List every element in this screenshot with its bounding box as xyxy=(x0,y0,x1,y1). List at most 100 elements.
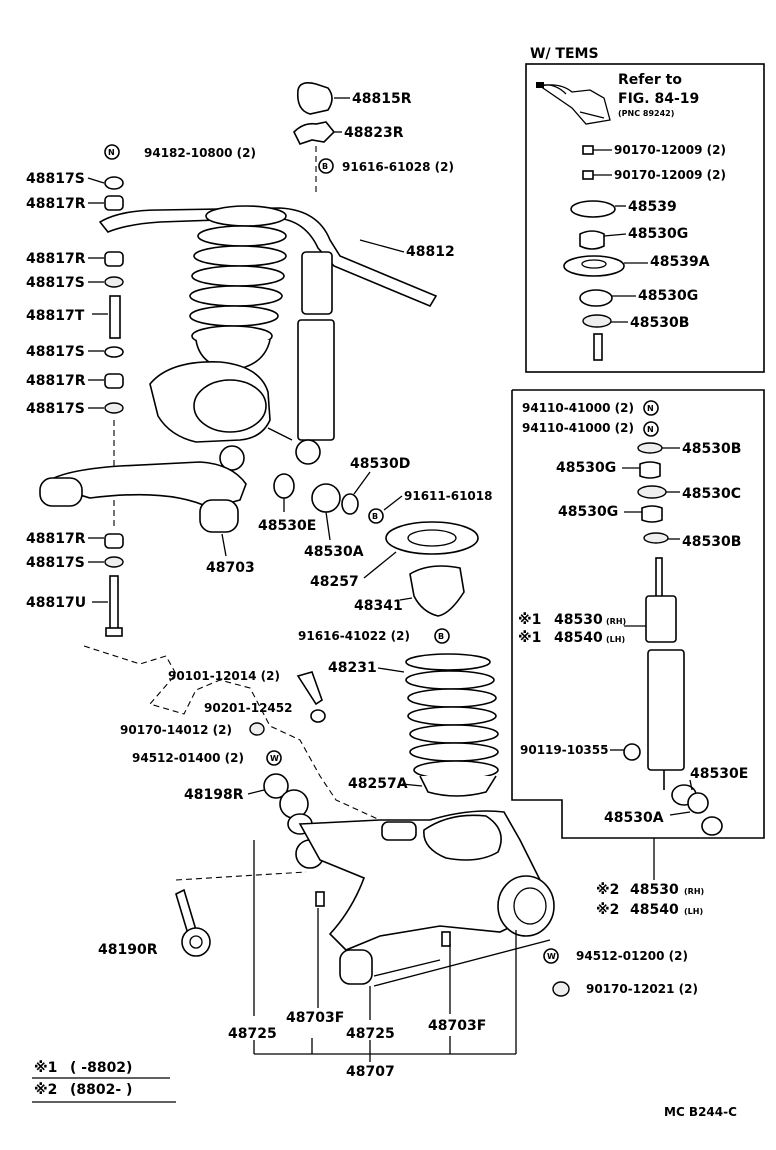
p48257-label: 48257 xyxy=(310,574,359,590)
s48540-note: ※1 xyxy=(518,630,541,646)
p48703F-a-label: 48703F xyxy=(286,1010,344,1026)
p94512-01400-marker xyxy=(266,750,282,766)
t48530G-b-label: 48530G xyxy=(638,288,698,304)
p48812-label: 48812 xyxy=(406,244,455,260)
p48725-b-label: 48725 xyxy=(346,1026,395,1042)
stabilizer-bracket-48823R xyxy=(293,121,336,145)
nut-90170-12021 xyxy=(552,981,570,997)
tems-rod xyxy=(593,333,603,361)
frame-outline xyxy=(83,645,381,821)
n-marker-text: N xyxy=(647,425,654,434)
p48703-label: 48703 xyxy=(206,560,255,576)
p91611-marker xyxy=(368,508,384,524)
legend-note1-text: ( -8802) xyxy=(70,1060,132,1076)
b48540-label: 48540 xyxy=(630,902,679,918)
tems-actuator xyxy=(536,82,611,125)
p94512-01200-label: 94512-01200 (2) xyxy=(576,949,688,963)
s48530E-label: 48530E xyxy=(690,766,748,782)
s48530-note: ※1 xyxy=(518,612,541,628)
stabilizer-link-stack xyxy=(104,176,124,637)
p91611-label: 91611-61018 xyxy=(404,489,492,503)
nut-90170-14012 xyxy=(249,722,265,736)
refer-line2: FIG. 84-19 xyxy=(618,91,699,107)
s48540-label: 48540 xyxy=(554,630,603,646)
t90170-b-label: 90170-12009 (2) xyxy=(614,168,726,182)
figure-code: MC B244-C xyxy=(664,1105,737,1119)
p48817U-label: 48817U xyxy=(26,595,86,611)
s94110-a-marker xyxy=(643,400,659,416)
p48815R-label: 48815R xyxy=(352,91,412,107)
p94512-01400-label: 94512-01400 (2) xyxy=(132,751,244,765)
shock-washer-48530B-a xyxy=(637,442,663,454)
b48530-rh: (RH) xyxy=(684,887,704,896)
lateral-rod-48190R xyxy=(175,888,211,957)
s94110-b-marker xyxy=(643,421,659,437)
bottom-leaders xyxy=(253,840,517,1062)
front-shock-absorber xyxy=(295,251,335,465)
p48341-label: 48341 xyxy=(354,598,403,614)
b48540-lh: (LH) xyxy=(684,907,703,916)
shock-retainer-48530C xyxy=(637,485,667,499)
t48530G-label: 48530G xyxy=(628,226,688,242)
stud-48703F-b xyxy=(441,931,451,947)
b-marker-text: B xyxy=(372,512,378,521)
p48530D-label: 48530D xyxy=(350,456,410,472)
b-marker-text: B xyxy=(438,632,444,641)
washer-90201 xyxy=(310,709,326,723)
washer-48530D xyxy=(341,493,359,515)
s94110-b-label: 94110-41000 (2) xyxy=(522,421,634,435)
shock-nut-90119 xyxy=(623,743,641,761)
t90170-a-label: 90170-12009 (2) xyxy=(614,143,726,157)
w-marker-text: W xyxy=(547,952,556,961)
bolt-90101 xyxy=(296,671,323,706)
shock-absorber-rear xyxy=(645,557,723,836)
shock-box: 94110-41000 (2) N 94110-41000 (2) N 4853… xyxy=(511,389,765,839)
stabilizer-bushing-48815R xyxy=(296,82,333,115)
legend-note2-text: (8802- ) xyxy=(70,1082,132,1098)
bump-stopper-48341 xyxy=(409,565,465,617)
p48530A-a-label: 48530A xyxy=(304,544,364,560)
p94512-01200-marker xyxy=(543,948,559,964)
refer-line1: Refer to xyxy=(618,72,682,88)
p48725-a-label: 48725 xyxy=(228,1026,277,1042)
bushing-48530E-a xyxy=(273,473,295,499)
tems-box-title: W/ TEMS xyxy=(530,46,599,62)
p48823R-label: 48823R xyxy=(344,125,404,141)
p90101-label: 90101-12014 (2) xyxy=(168,669,280,683)
rear-arm-48707 xyxy=(298,810,555,985)
upper-arm-knuckle xyxy=(149,361,293,471)
b48530-note: ※2 xyxy=(596,882,619,898)
s48530G-a-label: 48530G xyxy=(556,460,616,476)
rear-coil-spring-48231 xyxy=(405,653,499,797)
s94110-a-label: 94110-41000 (2) xyxy=(522,401,634,415)
tems-washer-48530B xyxy=(582,314,612,328)
bushing-48198R xyxy=(263,773,325,869)
tems-nut-a xyxy=(582,145,594,155)
p48198R-label: 48198R xyxy=(184,787,244,803)
shock-bushing-48530G-a xyxy=(639,461,661,479)
p48817T-label: 48817T xyxy=(26,308,85,324)
p48190R-label: 48190R xyxy=(98,942,158,958)
tems-bushing-48530G xyxy=(579,230,605,250)
legend-note2-mark: ※2 xyxy=(34,1082,57,1098)
t48539A-label: 48539A xyxy=(650,254,710,270)
t48539-label: 48539 xyxy=(628,199,677,215)
p48530E-a-label: 48530E xyxy=(258,518,316,534)
p48817R-b-label: 48817R xyxy=(26,251,86,267)
rod-dashline xyxy=(175,871,307,881)
p48817S-e-label: 48817S xyxy=(26,555,85,571)
p91616-61028-marker xyxy=(318,158,334,174)
b48540-note: ※2 xyxy=(596,902,619,918)
tems-mount-48539A xyxy=(563,255,625,277)
p48817R-a-label: 48817R xyxy=(26,196,86,212)
n-marker-text: N xyxy=(647,404,654,413)
p90170-12021-label: 90170-12021 (2) xyxy=(586,982,698,996)
p90170-14012-label: 90170-14012 (2) xyxy=(120,723,232,737)
s48530B-b-label: 48530B xyxy=(682,534,741,550)
p48817R-d-label: 48817R xyxy=(26,531,86,547)
tems-plate-48539 xyxy=(570,200,616,218)
p91616-41022-marker xyxy=(434,628,450,644)
p48817R-c-label: 48817R xyxy=(26,373,86,389)
